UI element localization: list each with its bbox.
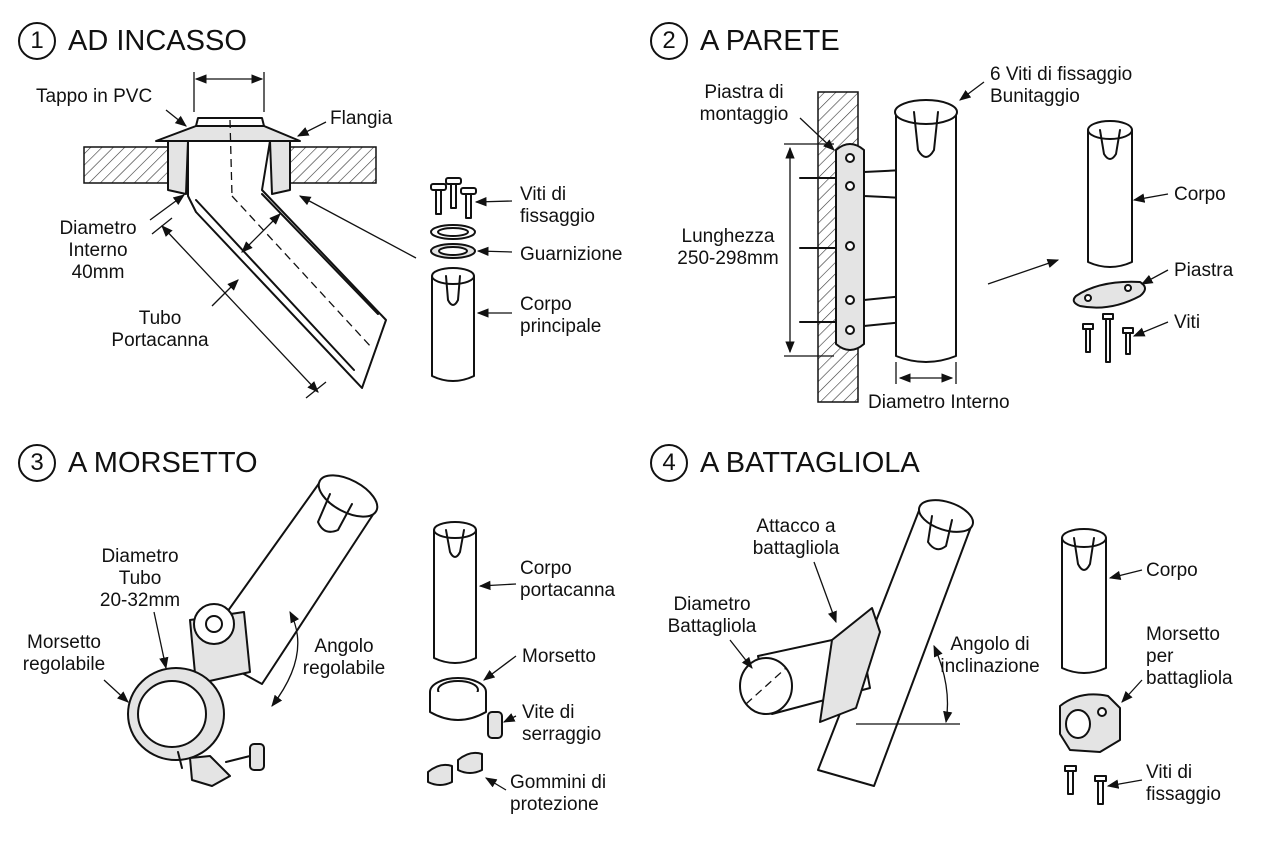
section-number-3: 3 (18, 444, 56, 482)
section-title-3: 3 A MORSETTO (18, 444, 258, 482)
section-title-2: 2 A PARETE (650, 22, 840, 60)
label-tappo-pvc: Tappo in PVC (36, 86, 153, 107)
section-title-text-3: A MORSETTO (68, 446, 258, 479)
label-diametro-interno-2: Diametro Interno (868, 392, 1010, 413)
section-2-drawing (784, 81, 1169, 403)
section-1-drawing (83, 72, 513, 399)
section-title-4: 4 A BATTAGLIOLA (650, 444, 920, 482)
section-number-4: 4 (650, 444, 688, 482)
label-viti: Viti (1174, 312, 1201, 333)
section-title-text-4: A BATTAGLIOLA (700, 446, 920, 479)
label-guarnizione: Guarnizione (520, 244, 623, 265)
section-4-drawing (729, 499, 1143, 805)
section-number-1: 1 (18, 22, 56, 60)
label-piastra: Piastra (1174, 260, 1234, 281)
label-corpo: Corpo (1174, 184, 1226, 205)
label-corpo-4: Corpo (1146, 560, 1198, 581)
section-number-2: 2 (650, 22, 688, 60)
section-title-text-2: A PARETE (700, 24, 840, 57)
section-title-text-1: AD INCASSO (68, 24, 247, 57)
section-title-1: 1 AD INCASSO (18, 22, 247, 60)
label-flangia: Flangia (330, 108, 393, 129)
label-morsetto: Morsetto (522, 646, 596, 667)
section-3-drawing (103, 474, 517, 791)
